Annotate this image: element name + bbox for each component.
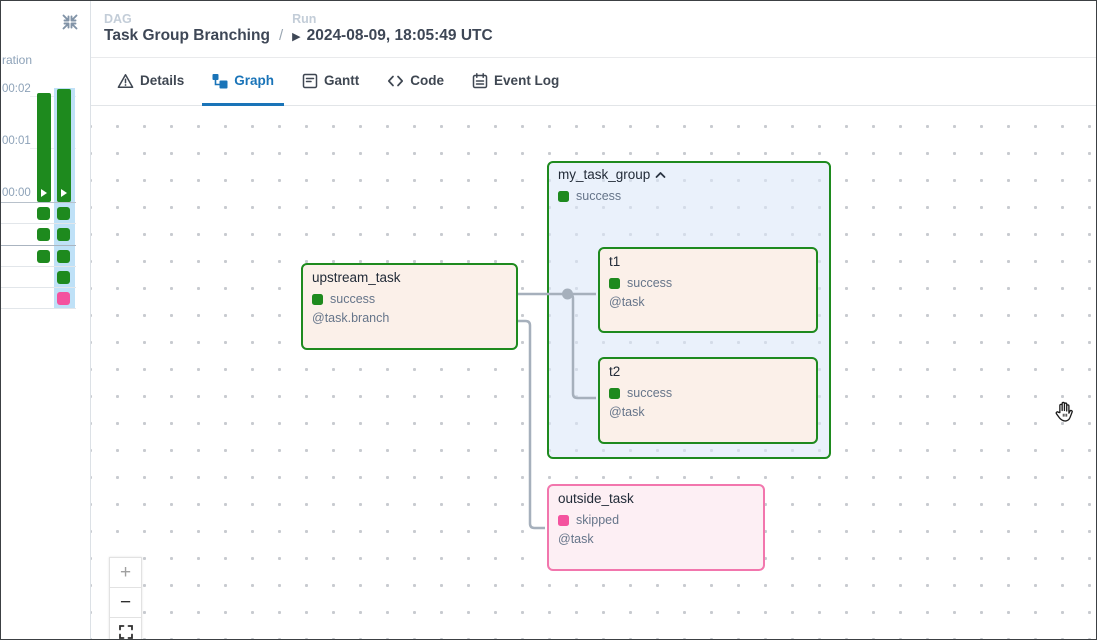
status-label: success (627, 276, 673, 290)
task-instance-success[interactable] (57, 270, 70, 284)
tab-details[interactable]: Details (107, 58, 194, 106)
operator-label: @task (558, 532, 594, 546)
dag-label: DAG (104, 12, 132, 26)
status-square-success (609, 387, 620, 399)
canvas-controls: + − (109, 557, 142, 639)
axis-tick: 00:00 (2, 187, 31, 199)
operator-label: @task.branch (312, 311, 390, 325)
task-instance-skipped[interactable] (57, 292, 70, 306)
axis-tick: 00:02 (2, 83, 31, 95)
status-label: success (627, 386, 673, 400)
task-title: outside_task (558, 491, 634, 506)
tab-code[interactable]: Code (377, 58, 454, 106)
tab-label: Code (410, 73, 445, 88)
grid-row (1, 246, 76, 267)
grid-sidebar: ration 00:02 00:01 00:00 (1, 1, 91, 639)
graph-icon (212, 73, 228, 89)
duration-axis-label: ration (2, 53, 33, 67)
task-group-title: my_task_group (558, 167, 651, 182)
hand-cursor (1053, 399, 1075, 423)
tab-label: Gantt (324, 73, 360, 88)
play-icon (61, 189, 67, 197)
chevron-up-icon[interactable] (655, 167, 666, 182)
tab-event-log[interactable]: Event Log (462, 58, 569, 106)
grid-row (1, 267, 76, 289)
breadcrumb-dag: DAG Task Group Branching (104, 12, 270, 45)
grid-row (1, 288, 76, 310)
task-instance-success[interactable] (57, 249, 70, 263)
task-instance-success[interactable] (37, 228, 50, 242)
code-icon (387, 74, 404, 88)
fit-view-button[interactable] (109, 617, 142, 639)
tab-label: Event Log (494, 73, 560, 88)
operator-label: @task (609, 405, 645, 419)
dag-name: Task Group Branching (104, 27, 270, 44)
task-instance-empty (37, 292, 50, 305)
status-square-success (609, 277, 620, 289)
play-icon (41, 189, 47, 197)
grid-row (1, 203, 76, 225)
axis-gridline (30, 96, 76, 97)
grid-row (1, 224, 76, 246)
run-play-icon: ▶ (292, 30, 301, 43)
sidebar-grid-rows (1, 203, 76, 310)
task-instance-success[interactable] (37, 207, 50, 220)
task-node-outside_task[interactable]: outside_task skipped @task (547, 484, 765, 571)
collapse-grid-icon[interactable] (59, 11, 83, 35)
run-id: 2024-08-09, 18:05:49 UTC (306, 27, 493, 44)
warning-triangle-icon (117, 73, 134, 89)
breadcrumb: DAG Task Group Branching / Run ▶ 2024-08… (104, 12, 493, 45)
task-node-t1[interactable]: t1 success @task (598, 247, 818, 333)
event-log-icon (472, 72, 488, 89)
tab-label: Details (140, 73, 185, 88)
breadcrumb-separator: / (278, 27, 284, 44)
task-node-upstream_task[interactable]: upstream_task success @task.branch (301, 263, 518, 350)
page-header: DAG Task Group Branching / Run ▶ 2024-08… (91, 1, 1096, 58)
tab-gantt[interactable]: Gantt (292, 58, 369, 106)
status-square-success (558, 190, 569, 202)
dag-run-bar[interactable] (37, 93, 51, 202)
status-square-success (312, 293, 323, 305)
task-title: t2 (609, 364, 621, 379)
task-instance-empty (37, 271, 50, 284)
task-instance-success[interactable] (37, 249, 50, 263)
task-title: upstream_task (312, 270, 401, 285)
run-label: Run (292, 12, 317, 26)
task-title: t1 (609, 254, 621, 269)
tab-bar: Details Graph Gantt (91, 58, 1096, 106)
zoom-out-button[interactable]: − (109, 587, 142, 617)
task-node-t2[interactable]: t2 success @task (598, 357, 818, 444)
status-label: success (576, 189, 622, 203)
status-label: success (330, 292, 376, 306)
dag-run-bar-selected[interactable] (57, 89, 71, 202)
operator-label: @task (609, 295, 645, 309)
status-square-skipped (558, 514, 569, 526)
task-instance-success[interactable] (57, 228, 70, 242)
gantt-icon (302, 73, 318, 89)
zoom-in-button[interactable]: + (109, 557, 142, 587)
status-label: skipped (576, 513, 620, 527)
tab-label: Graph (234, 73, 275, 88)
task-instance-success[interactable] (57, 207, 70, 220)
breadcrumb-run: Run ▶ 2024-08-09, 18:05:49 UTC (292, 12, 493, 45)
axis-gridline (30, 148, 76, 149)
axis-separator (1, 202, 76, 203)
tab-graph[interactable]: Graph (202, 58, 285, 106)
axis-tick: 00:01 (2, 135, 31, 147)
